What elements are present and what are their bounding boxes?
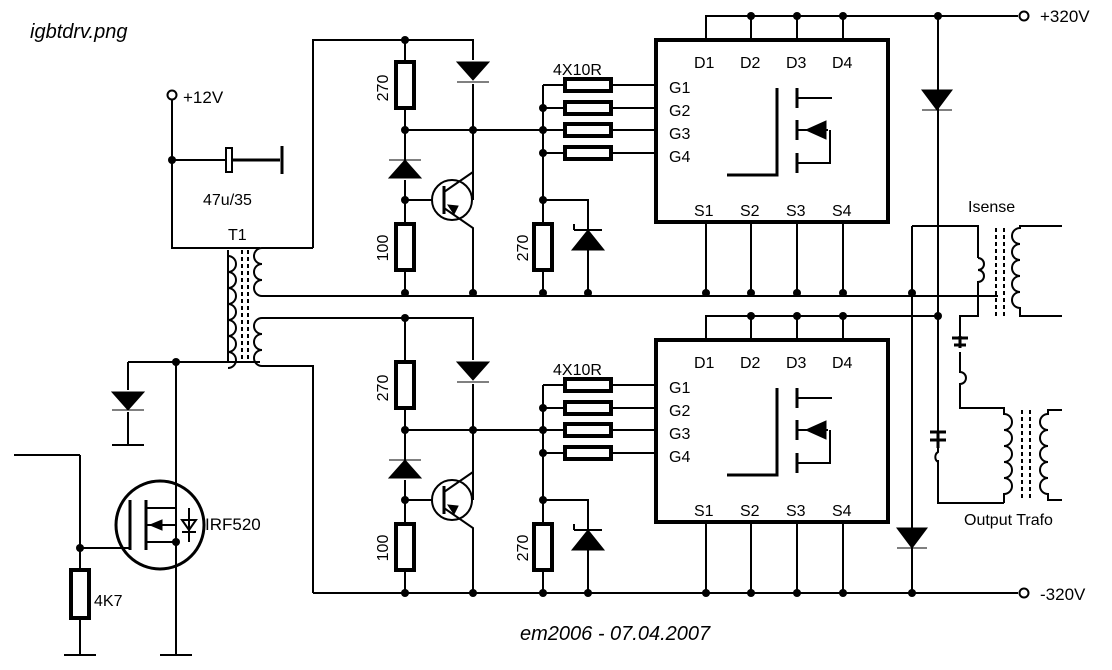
upper-pin-s4: S4 xyxy=(832,203,852,220)
upper-pin-d1: D1 xyxy=(694,55,715,72)
gate-resistor-4k7 xyxy=(69,568,91,620)
hv-positive-terminal xyxy=(1018,10,1030,22)
upper-pnp-transistor xyxy=(431,171,474,293)
output-trafo-label: Output Trafo xyxy=(964,512,1053,529)
upper-resistor-gate-label: 270 xyxy=(515,235,532,262)
transformer-t1 xyxy=(227,39,998,593)
flyback-diode xyxy=(110,391,146,411)
lower-pin-s1: S1 xyxy=(694,503,714,520)
upper-resistor-bottom-label: 100 xyxy=(375,235,392,262)
upper-resistor-270-gate xyxy=(532,222,554,272)
lower-pin-g2: G2 xyxy=(669,403,690,420)
upper-resistor-270-top xyxy=(394,60,416,110)
upper-zener-diode xyxy=(570,224,606,251)
hv-upper-diode xyxy=(921,89,953,111)
mosfet-ref-label: IRF520 xyxy=(205,515,261,534)
hv-positive-label: +320V xyxy=(1040,7,1090,26)
upper-pin-d3: D3 xyxy=(786,55,807,72)
lower-gate-array-label: 4X10R xyxy=(553,362,602,379)
lower-pin-g3: G3 xyxy=(669,426,690,443)
lower-resistor-270-top xyxy=(394,360,416,410)
upper-pin-s2: S2 xyxy=(740,203,760,220)
lower-pin-s2: S2 xyxy=(740,503,760,520)
lower-igbt-module xyxy=(654,338,890,524)
transformer-ref-label: T1 xyxy=(228,227,247,244)
lower-pin-s4: S4 xyxy=(832,503,852,520)
junction-dots xyxy=(76,12,942,597)
supply-12v-label: +12V xyxy=(183,88,224,107)
lower-resistor-top-label: 270 xyxy=(375,375,392,402)
upper-pin-g2: G2 xyxy=(669,103,690,120)
lower-pin-g1: G1 xyxy=(669,380,690,397)
lower-pin-d2: D2 xyxy=(740,355,761,372)
lower-pin-d1: D1 xyxy=(694,355,715,372)
lower-resistor-270-gate xyxy=(532,522,554,572)
upper-pin-g1: G1 xyxy=(669,80,690,97)
upper-resistor-top-label: 270 xyxy=(375,75,392,102)
lower-gate-resistor-array xyxy=(563,377,613,461)
upper-series-diode xyxy=(455,61,491,83)
lower-resistor-100 xyxy=(394,522,416,572)
lower-clamp-diode xyxy=(387,459,423,479)
lower-pin-d4: D4 xyxy=(832,355,853,372)
hv-negative-terminal xyxy=(1018,587,1030,599)
lower-zener-diode xyxy=(570,524,606,551)
isense-label: Isense xyxy=(968,199,1015,216)
upper-pin-s1: S1 xyxy=(694,203,714,220)
gate-resistor-value-label: 4K7 xyxy=(94,593,123,610)
upper-pin-d2: D2 xyxy=(740,55,761,72)
lower-resistor-gate-label: 270 xyxy=(515,535,532,562)
upper-pin-d4: D4 xyxy=(832,55,853,72)
footer-credit: em2006 - 07.04.2007 xyxy=(520,623,711,645)
isense-current-transformer xyxy=(912,225,1062,336)
output-coupling-capacitors xyxy=(930,336,968,463)
upper-igbt-symbol xyxy=(727,88,832,177)
hv-negative-label: -320V xyxy=(1040,585,1086,604)
upper-pin-s3: S3 xyxy=(786,203,806,220)
capacitor-47u xyxy=(225,146,284,174)
upper-igbt-module xyxy=(654,38,890,224)
lower-pin-d3: D3 xyxy=(786,355,807,372)
lower-resistor-bottom-label: 100 xyxy=(375,535,392,562)
lower-igbt-symbol xyxy=(727,388,832,477)
hv-lower-diode xyxy=(896,527,928,549)
irf520-mosfet xyxy=(114,479,206,571)
upper-gate-array-label: 4X10R xyxy=(553,62,602,79)
capacitor-value-label: 47u/35 xyxy=(203,192,252,209)
upper-clamp-diode xyxy=(387,159,423,179)
upper-pin-g3: G3 xyxy=(669,126,690,143)
lower-series-diode xyxy=(455,361,491,383)
supply-12v-terminal xyxy=(166,89,178,101)
lower-pnp-transistor xyxy=(431,471,474,593)
upper-pin-g4: G4 xyxy=(669,149,690,166)
hv-terminals xyxy=(1018,10,1030,599)
output-transformer xyxy=(959,352,1062,503)
upper-gate-resistor-array xyxy=(563,77,613,161)
lower-pin-s3: S3 xyxy=(786,503,806,520)
upper-resistor-100 xyxy=(394,222,416,272)
supply-wiring xyxy=(14,89,260,656)
file-label: igbtdrv.png xyxy=(30,21,127,43)
lower-pin-g4: G4 xyxy=(669,449,690,466)
